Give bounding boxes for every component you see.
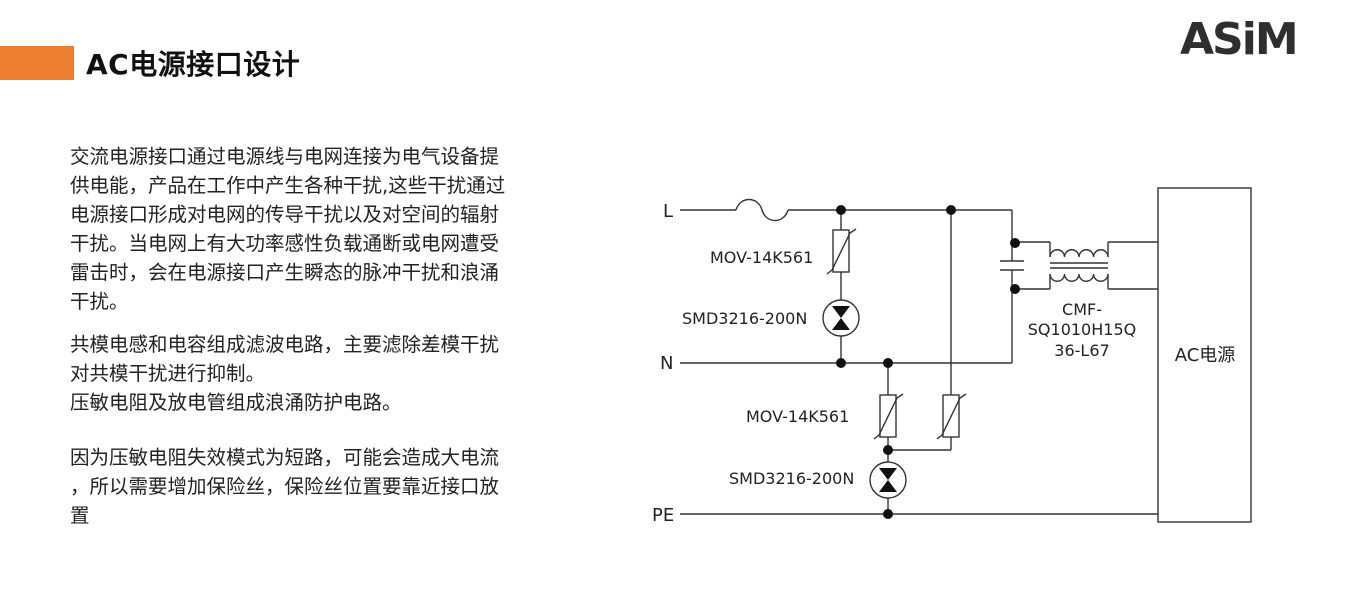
mov-bottom-slash bbox=[873, 393, 904, 440]
gdt-bottom-label: SMD3216-200N bbox=[729, 469, 854, 488]
junction-dot bbox=[946, 205, 956, 215]
title-accent-bar bbox=[0, 46, 74, 80]
gdt-top-triangle-lower bbox=[832, 318, 850, 330]
gdt-bottom-triangle-lower bbox=[879, 480, 897, 492]
paragraph-interference: 交流电源接口通过电源线与电网连接为电气设备提 供电能，产品在工作中产生各种干扰,… bbox=[70, 145, 506, 313]
line-label-n: N bbox=[660, 353, 673, 374]
choke-label-line-2: SQ1010H15Q bbox=[1028, 320, 1136, 339]
junction-dot bbox=[836, 205, 846, 215]
choke-label-line-1: CMF- bbox=[1062, 300, 1102, 319]
asim-logo: ASiM bbox=[1180, 14, 1299, 65]
junction-dot bbox=[883, 509, 893, 519]
line-label-pe: PE bbox=[652, 505, 674, 526]
junction-dot bbox=[883, 445, 893, 455]
description-text: 交流电源接口通过电源线与电网连接为电气设备提 供电能，产品在工作中产生各种干扰,… bbox=[70, 142, 590, 530]
mov-top-slash bbox=[826, 228, 857, 275]
gdt-bottom-triangle-upper bbox=[879, 468, 897, 480]
choke-label-line-3: 36-L67 bbox=[1054, 341, 1109, 360]
mov-lpe-slash bbox=[936, 393, 967, 440]
page-title: AC电源接口设计 bbox=[86, 48, 301, 81]
gdt-top-triangle-upper bbox=[832, 306, 850, 318]
choke-winding-lower bbox=[1049, 273, 1109, 282]
ac-power-block bbox=[1157, 187, 1252, 523]
line-label-l: L bbox=[663, 201, 673, 222]
mov-top-label: MOV-14K561 bbox=[710, 248, 813, 267]
fuse-symbol bbox=[735, 198, 789, 222]
paragraph-fuse: 因为压敏电阻失效模式为短路，可能会造成大电流 ，所以需要增加保险丝，保险丝位置要… bbox=[70, 446, 500, 527]
mov-bottom-label: MOV-14K561 bbox=[746, 407, 849, 426]
junction-dot bbox=[1010, 284, 1020, 294]
gdt-top-label: SMD3216-200N bbox=[682, 309, 807, 328]
junction-dot bbox=[1010, 238, 1020, 248]
ac-power-label: AC电源 bbox=[1175, 345, 1236, 366]
paragraph-filter: 共模电感和电容组成滤波电路，主要滤除差模干扰 对共模干扰进行抑制。 压敏电阻及放… bbox=[70, 333, 500, 414]
choke-winding-upper bbox=[1049, 249, 1109, 258]
junction-dot bbox=[836, 358, 846, 368]
junction-dot bbox=[883, 358, 893, 368]
